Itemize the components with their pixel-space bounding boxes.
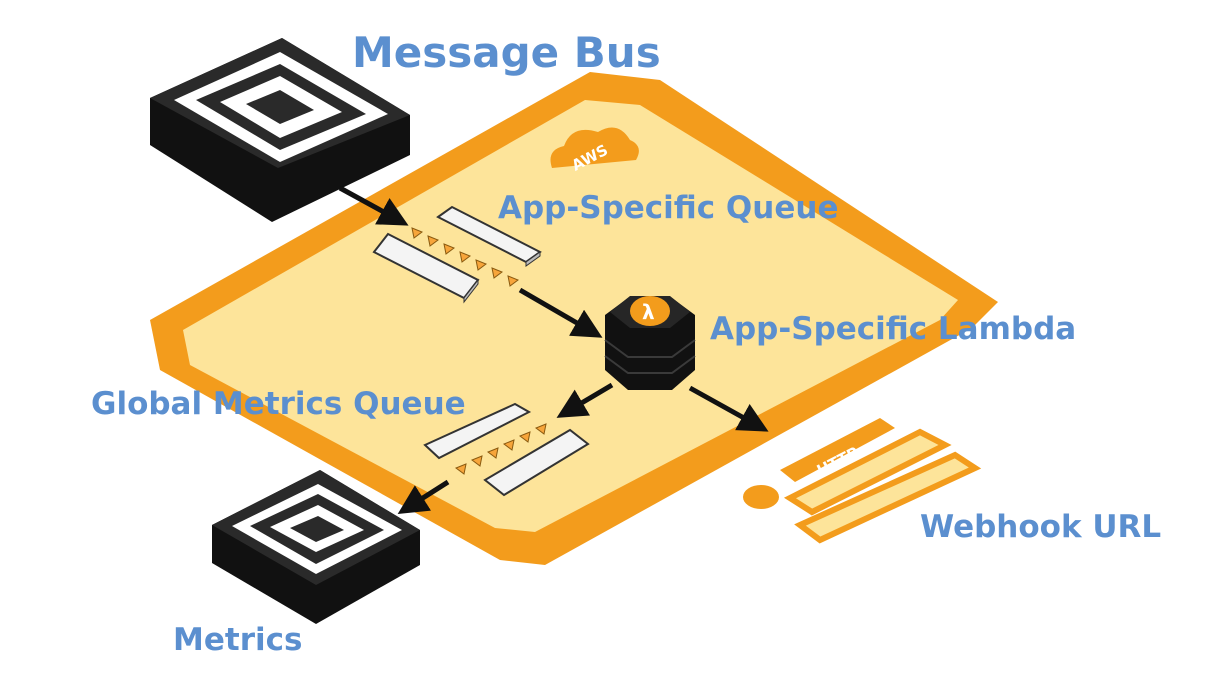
url-field-lower <box>794 451 982 544</box>
app-specific-queue-label: App-Specific Queue <box>498 190 838 226</box>
metrics-label: Metrics <box>173 622 302 658</box>
webhook-url-label: Webhook URL <box>920 509 1161 545</box>
arrow-lambda-to-metrics-queue <box>556 382 614 418</box>
app-specific-lambda: λ <box>604 296 696 390</box>
metrics-node <box>212 470 420 624</box>
flow-arrows <box>338 185 769 515</box>
lambda-glyph: λ <box>642 300 655 324</box>
message-bus-label: Message Bus <box>352 28 661 77</box>
lambda-icon <box>630 296 670 326</box>
app-specific-lambda-label: App-Specific Lambda <box>710 311 1076 347</box>
webhook-http: HTTP <box>743 418 982 544</box>
metrics-queue-slab-right <box>483 428 590 497</box>
global-metrics-queue-label: Global Metrics Queue <box>91 386 466 422</box>
http-badge <box>780 418 895 482</box>
webhook-endpoint-dot <box>743 485 779 509</box>
arrow-queue-to-lambda <box>518 287 603 338</box>
metrics-queue-slab-left <box>423 402 532 460</box>
arrow-bus-to-queue <box>338 185 409 226</box>
arrow-lambda-to-webhook <box>688 385 769 432</box>
arrow-metrics-queue-to-metrics <box>397 479 450 515</box>
message-dots <box>411 227 547 475</box>
app-specific-queue <box>372 205 542 304</box>
message-bus-node <box>150 38 410 222</box>
global-metrics-queue <box>423 402 590 497</box>
url-field-upper <box>783 428 952 516</box>
